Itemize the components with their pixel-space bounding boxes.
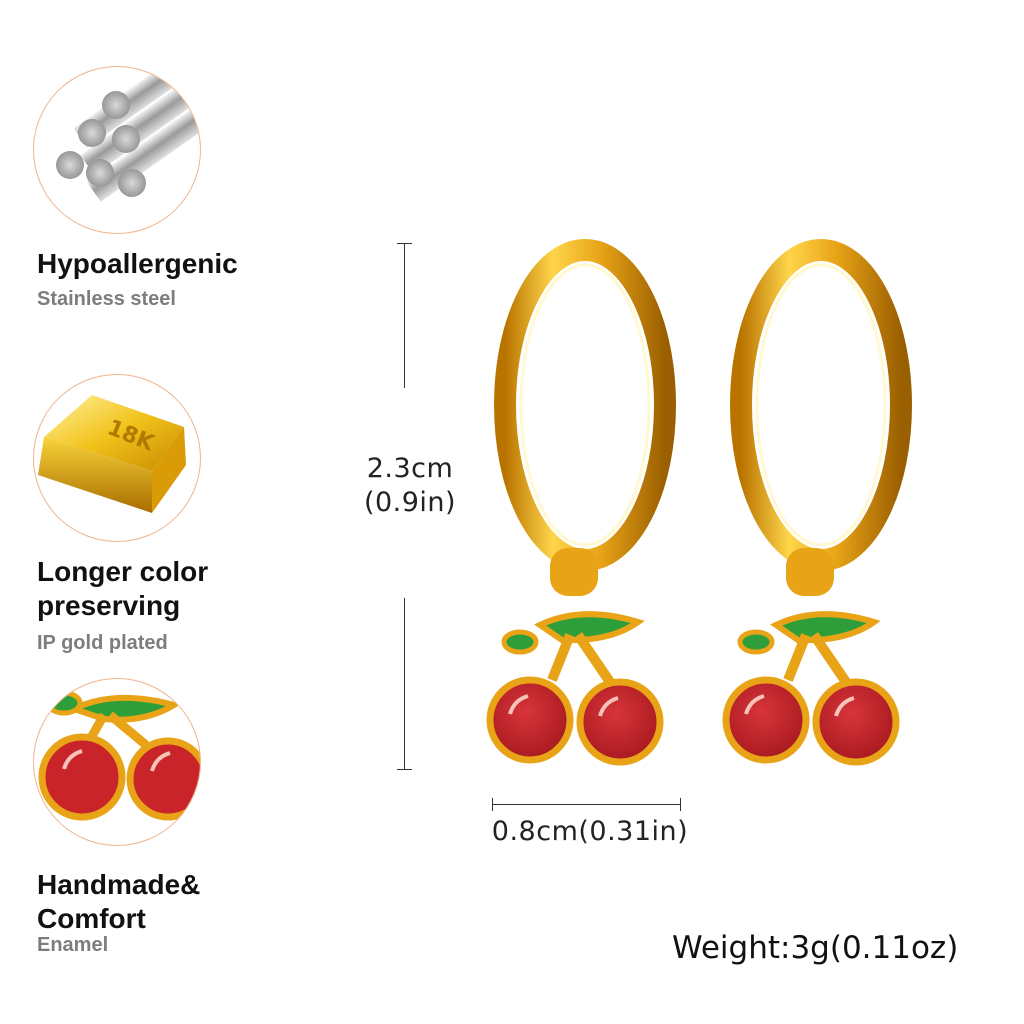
feature-enamel-image (33, 678, 201, 846)
earring-right (722, 239, 912, 766)
height-dimension-cap-bottom (397, 769, 412, 770)
width-dimension-line (492, 804, 681, 805)
width-dimension-cap-right (680, 798, 681, 811)
height-dimension-line-top (404, 244, 405, 388)
earrings-product-image (486, 239, 912, 766)
height-dimension-label: 2.3cm (0.9in) (363, 453, 457, 518)
steel-rods-icon (56, 67, 200, 202)
feature-gold-image: 18K (33, 374, 201, 542)
height-dimension-line-bottom (404, 598, 405, 770)
feature-steel-image (33, 66, 201, 234)
width-dimension-label: 0.8cm(0.31in) (491, 816, 689, 847)
weight-label: Weight:3g(0.11oz) (672, 930, 959, 966)
feature-subtitle-steel: Stainless steel (37, 288, 176, 310)
gold-bar-icon: 18K (38, 395, 186, 513)
feature-subtitle-gold: IP gold plated (37, 632, 168, 654)
feature-subtitle-enamel: Enamel (37, 934, 109, 956)
earring-left (486, 239, 676, 766)
feature-title-hypoallergenic: Hypoallergenic (37, 248, 238, 279)
cherry-enamel-icon (38, 690, 200, 821)
height-dimension-cap-top (397, 243, 412, 244)
width-dimension-cap-left (492, 798, 493, 811)
feature-title-color-preserving: Longer color preserving (37, 556, 209, 621)
feature-title-handmade: Handmade& Comfort (37, 869, 201, 934)
